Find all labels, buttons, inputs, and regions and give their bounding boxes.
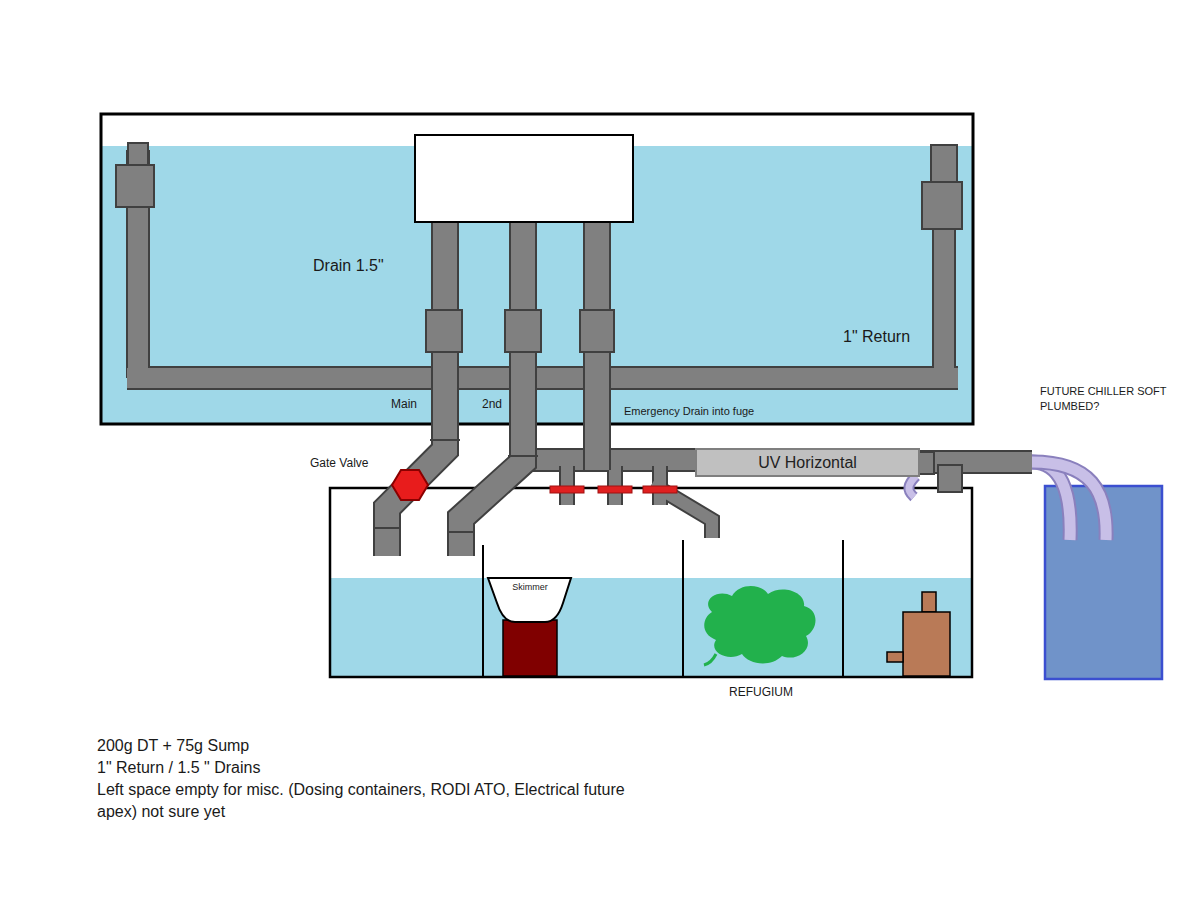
spec-note: 1" Return / 1.5 " Drains	[97, 757, 260, 779]
sump	[330, 578, 972, 677]
protein-skimmer	[488, 578, 571, 622]
pipes	[387, 222, 597, 556]
drain-label: Emergency Drain into fuge	[624, 404, 754, 419]
gate-valve	[392, 470, 428, 500]
sump	[842, 540, 844, 677]
pipe-fittings	[426, 310, 462, 352]
macro-algae	[704, 654, 716, 665]
section-label: REFUGIUM	[729, 684, 793, 700]
sump	[330, 488, 972, 677]
chiller-note: FUTURE CHILLER SOFT PLUMBED?	[1040, 384, 1190, 414]
node-label: UV Horizontal	[758, 454, 857, 472]
pipe-fittings	[938, 465, 962, 492]
sump	[330, 488, 972, 677]
chiller-hoses	[909, 462, 1106, 540]
uv-sterilizer: UV Horizontal	[695, 448, 920, 477]
pipe-fittings	[116, 165, 154, 207]
spec-note: Left space empty for misc. (Dosing conta…	[97, 779, 637, 822]
return-pump	[903, 612, 950, 676]
macro-algae	[704, 586, 815, 663]
pipe-fittings	[931, 145, 957, 182]
chiller-hoses	[909, 476, 916, 497]
pipe-fittings	[922, 182, 962, 229]
overflow-box	[415, 135, 633, 222]
pipes	[567, 466, 712, 538]
drain-label: 2nd	[482, 396, 502, 412]
pipes	[567, 466, 712, 538]
pipe-fittings	[508, 455, 538, 457]
sump	[682, 540, 684, 677]
ball-valves	[550, 486, 677, 493]
skimmer-cup: Skimmer	[490, 579, 570, 601]
overflow-box	[415, 135, 633, 222]
return-pump	[887, 592, 950, 676]
pipe-fittings	[918, 452, 934, 474]
ball-valves	[550, 486, 584, 493]
protein-skimmer	[488, 578, 571, 676]
chiller-hoses	[1032, 462, 1106, 540]
return-pump	[887, 652, 903, 662]
return-pump	[922, 592, 936, 612]
gate-valve	[392, 470, 428, 500]
chiller-hoses	[909, 476, 916, 497]
ball-valves	[643, 486, 677, 493]
spec-note: 200g DT + 75g Sump	[97, 735, 249, 757]
valve-label: Gate Valve	[310, 455, 368, 471]
ball-valves	[598, 486, 632, 493]
pipe-fittings	[447, 531, 475, 533]
macro-algae	[704, 586, 816, 665]
pipe-fittings	[505, 310, 541, 352]
sump	[482, 545, 484, 677]
pipes	[387, 222, 597, 556]
pipe-fittings	[430, 439, 460, 441]
pipe-fittings	[128, 143, 148, 165]
chiller-hoses	[1032, 462, 1106, 540]
pipe-size-label: Drain 1.5"	[313, 255, 384, 277]
pipe-fittings	[373, 527, 401, 529]
pipe-fittings	[580, 310, 614, 352]
pipe-size-label: 1" Return	[843, 326, 910, 348]
protein-skimmer	[503, 620, 557, 676]
drain-label: Main	[391, 396, 417, 412]
node-label: Skimmer	[512, 582, 548, 592]
